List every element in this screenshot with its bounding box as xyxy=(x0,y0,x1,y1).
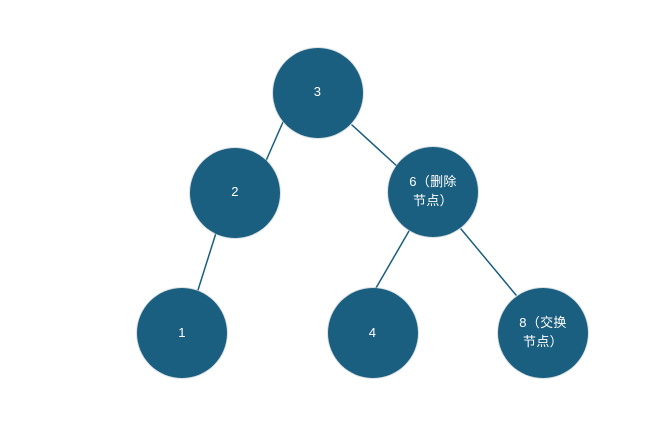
tree-node-8[interactable]: 8（交换 节点） xyxy=(498,288,588,378)
tree-node-label-1: 1 xyxy=(178,324,186,340)
tree-edge-n6-n4 xyxy=(375,230,410,289)
tree-edge-n2-n1 xyxy=(197,232,217,291)
tree-edge-n6-n8 xyxy=(460,228,517,296)
tree-node-label-8: 8（交换 节点） xyxy=(519,315,567,349)
tree-edge-n3-n6 xyxy=(351,124,400,169)
tree-node-2[interactable]: 2 xyxy=(190,147,280,238)
tree-node-4[interactable]: 4 xyxy=(327,288,418,378)
tree-node-label-4: 4 xyxy=(368,324,377,340)
tree-node-3[interactable]: 3 xyxy=(272,47,363,138)
tree-edge-n3-n2 xyxy=(264,121,284,164)
tree-node-label-3: 3 xyxy=(313,84,322,100)
tree-node-label-6: 6（删除 节点） xyxy=(409,174,457,208)
tree-node-1[interactable]: 1 xyxy=(137,288,227,378)
tree-node-6[interactable]: 6（删除 节点） xyxy=(388,147,478,237)
tree-node-label-2: 2 xyxy=(231,184,239,200)
